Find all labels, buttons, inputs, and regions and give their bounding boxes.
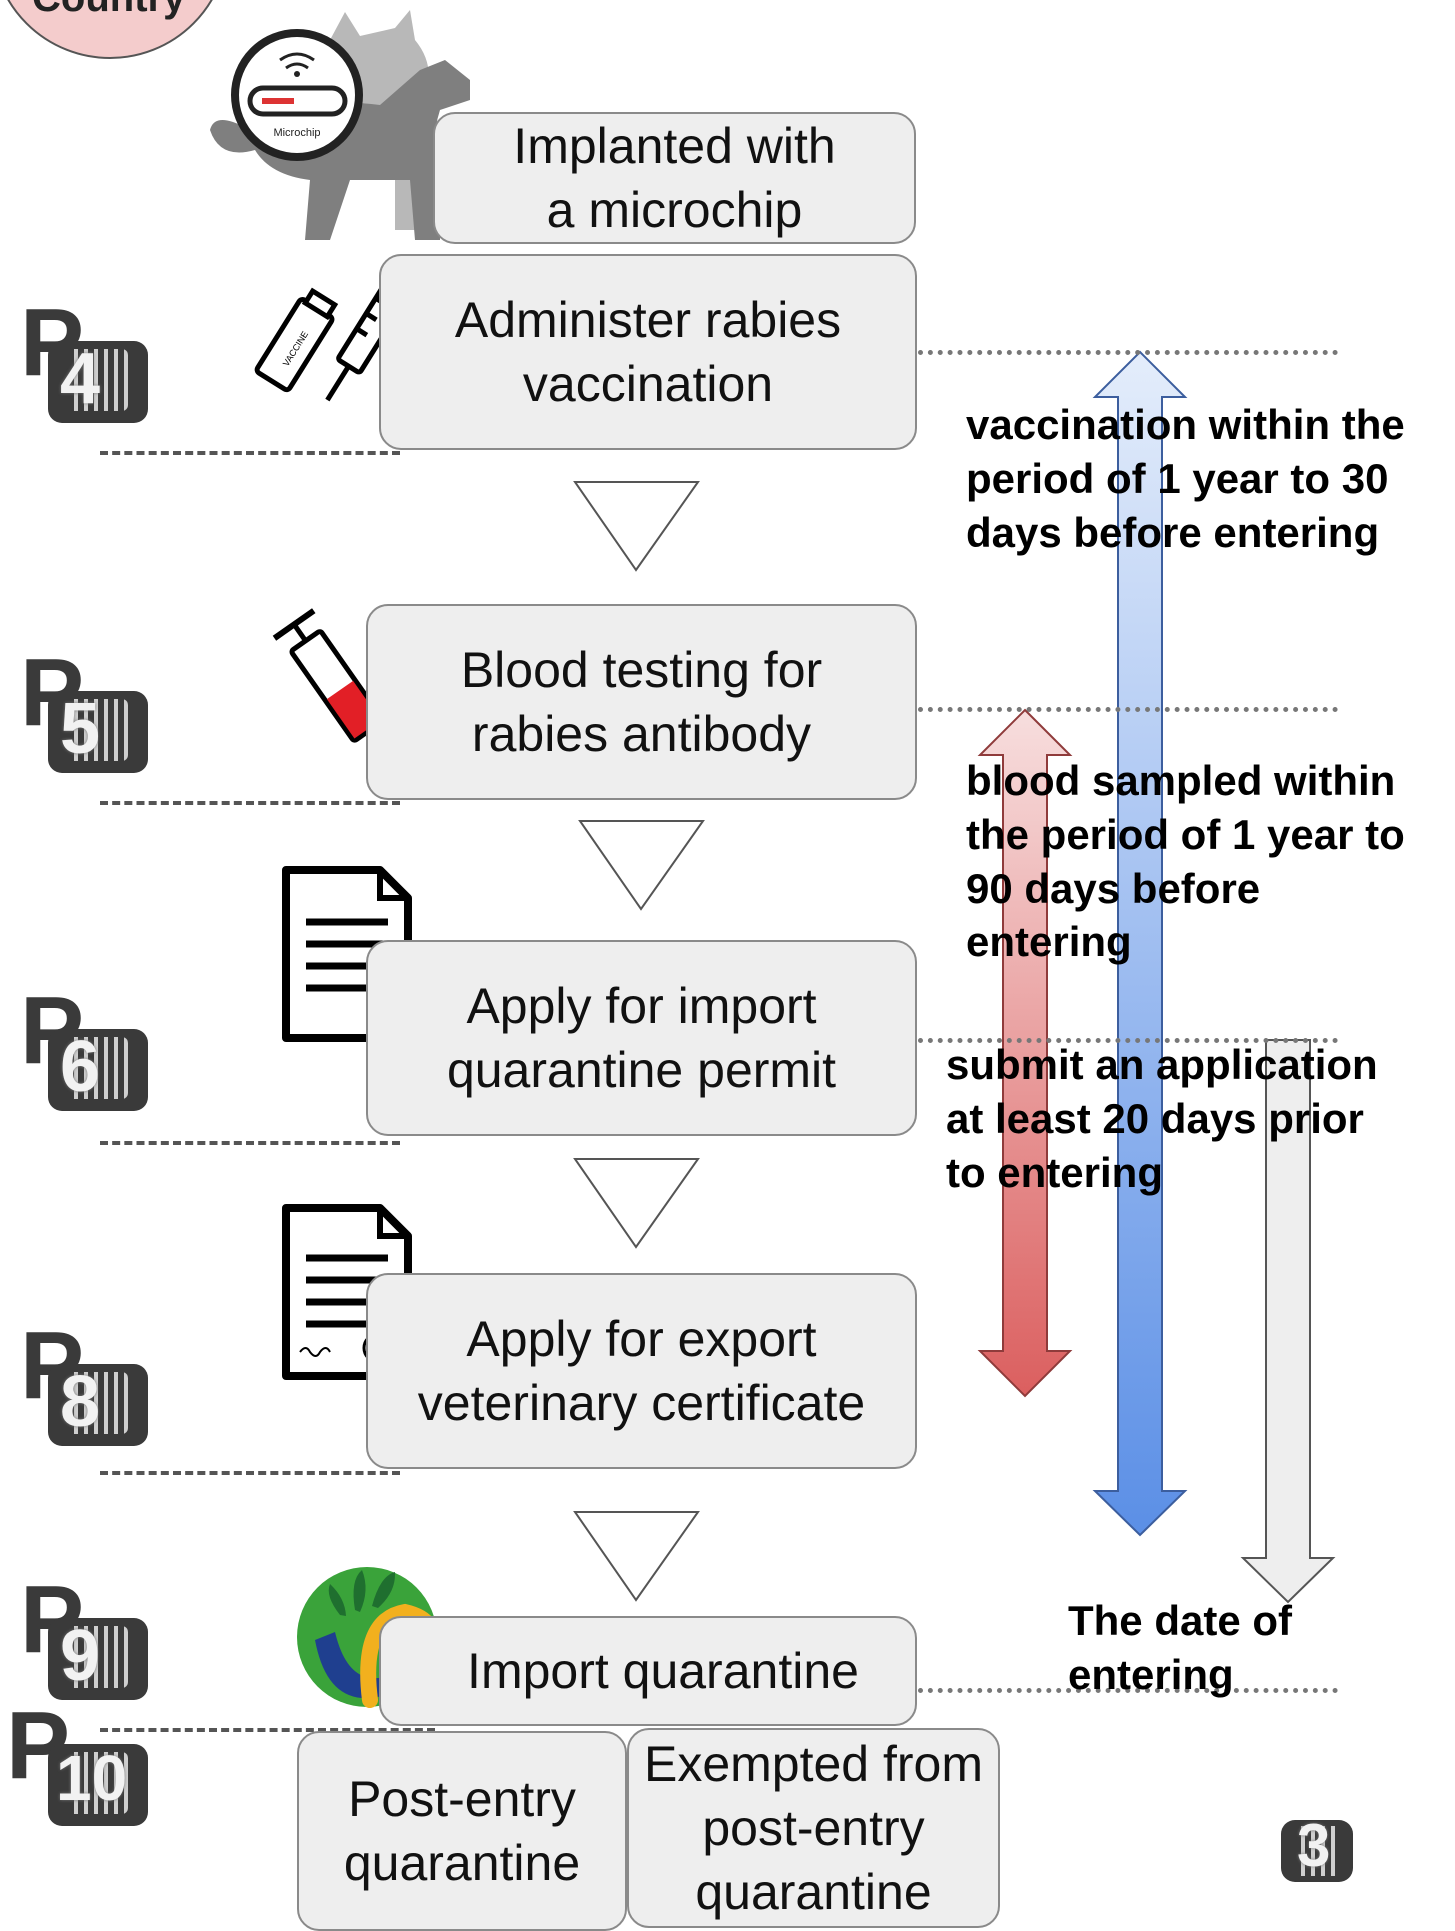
separator-p8 [100,1471,400,1475]
page-badge-5: P 5 [20,645,170,795]
note-blood-sample-period: blood sampled within the period of 1 yea… [966,757,1405,966]
page-badge-3: 3 [1255,1790,1365,1890]
separator-p6 [100,1141,400,1145]
step-export-certificate: Apply for export veterinary certificate [366,1273,917,1469]
entering-reference-line [918,1688,1338,1693]
blood-sample-period-arrow [977,708,1073,1398]
note-vaccination-period: vaccination within the period of 1 year … [966,401,1405,556]
flow-arrow-4 [573,1511,700,1602]
step-exempted-quarantine: Exempted from post-entry quarantine [627,1728,1000,1928]
permit-reference-line [918,1038,1338,1043]
page-badge-8: P 8 [20,1318,170,1468]
separator-p9 [100,1728,435,1732]
country-header-circle [7,0,213,59]
step-post-entry-quarantine: Post-entry quarantine [297,1731,627,1931]
flow-arrow-1 [573,481,700,572]
application-deadline-arrow [1240,1039,1336,1604]
blood-reference-line [918,707,1338,712]
svg-text:Microchip: Microchip [273,127,320,139]
page-badge-6: P 6 [20,983,170,1133]
vaccination-reference-line [918,350,1338,355]
country-header-label: Country [32,0,185,21]
microchip-icon: Microchip [231,29,363,161]
step-blood-test: Blood testing for rabies antibody [366,604,917,800]
separator-p4 [100,451,400,455]
page-badge-9: P 9 [20,1572,170,1722]
flow-arrow-3 [573,1158,700,1249]
page-badge-4: P 4 [20,295,170,445]
flow-arrow-2 [578,820,705,911]
separator-p5 [100,801,400,805]
page-badge-10: P 10 [6,1698,156,1848]
note-entering-date: The date of entering [1068,1597,1293,1698]
step-microchip: Implanted with a microchip [433,112,916,244]
step-import-quarantine: Import quarantine [379,1616,917,1726]
step-import-permit: Apply for import quarantine permit [366,940,917,1136]
vaccination-period-arrow [1092,350,1188,1537]
note-application-deadline: submit an application at least 20 days p… [946,1041,1378,1196]
step-vaccination: Administer rabies vaccination [379,254,917,450]
